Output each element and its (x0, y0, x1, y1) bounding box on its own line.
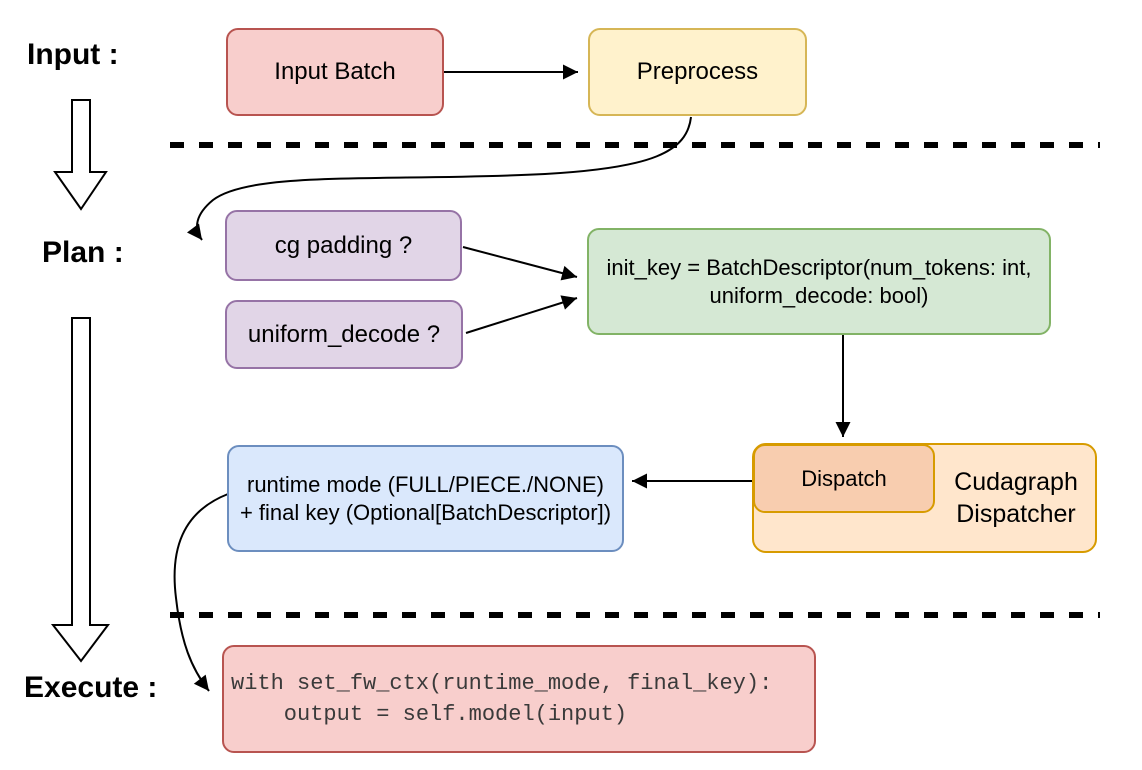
node-preprocess: Preprocess (588, 28, 807, 116)
arrow-runtime-to-executecode (173, 493, 229, 692)
node-execute-code: with set_fw_ctx(runtime_mode, final_key)… (222, 645, 816, 753)
node-uniform-decode: uniform_decode ? (225, 300, 463, 369)
stage-label-execute: Execute : (24, 671, 158, 704)
node-input-batch: Input Batch (226, 28, 444, 116)
node-preprocess-label: Preprocess (636, 58, 759, 85)
node-cg-padding: cg padding ? (225, 210, 462, 281)
node-uniform-decode-label: uniform_decode ? (247, 320, 441, 348)
node-input-batch-label: Input Batch (274, 58, 396, 85)
node-dispatch-label: Dispatch (801, 465, 887, 491)
node-cg-padding-label: cg padding ? (274, 231, 413, 259)
node-dispatch: Dispatch (753, 444, 935, 513)
stage-arrow-plan-to-execute-icon (50, 317, 110, 663)
stage-label-input: Input : (27, 38, 119, 71)
node-init-key: init_key = BatchDescriptor(num_tokens: i… (587, 228, 1051, 335)
arrow-uniformdecode-to-initkey (465, 295, 578, 334)
node-runtime-line2: + final key (Optional[BatchDescriptor]) (239, 499, 612, 525)
cudagraph-label-line1: Cudagraph (954, 467, 1078, 496)
node-runtime-line1: runtime mode (FULL/PIECE./NONE) (247, 472, 604, 497)
arrow-cgpadding-to-initkey (462, 246, 578, 281)
node-runtime-final-key: runtime mode (FULL/PIECE./NONE) + final … (227, 445, 624, 552)
arrow-preprocess-to-cgpadding (187, 116, 692, 241)
node-init-key-line2: uniform_decode: bool) (709, 282, 929, 308)
node-init-key-line1: init_key = BatchDescriptor(num_tokens: i… (606, 255, 1032, 280)
node-cudagraph-dispatcher-label: Cudagraph Dispatcher (935, 443, 1097, 553)
stage-label-plan: Plan : (42, 236, 124, 269)
stage-arrow-input-to-plan-icon (53, 99, 108, 211)
cudagraph-label-line2: Dispatcher (956, 500, 1076, 528)
execute-code-text: with set_fw_ctx(runtime_mode, final_key)… (231, 670, 773, 727)
